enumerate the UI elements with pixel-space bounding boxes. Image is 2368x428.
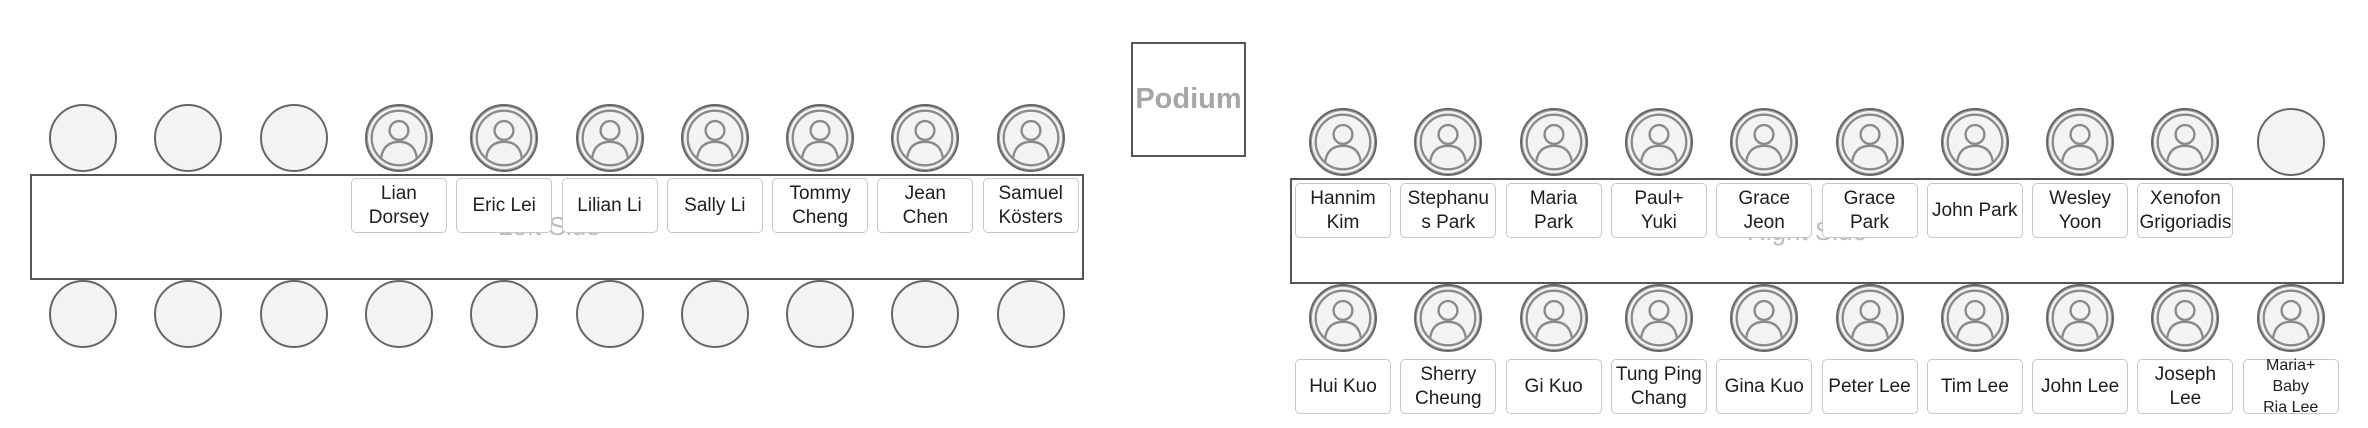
seat-name-card: Sally Li — [666, 178, 763, 233]
seat-name-card: Maria+ Baby Ria Lee — [2242, 357, 2339, 416]
seat-name-card: Stephanu s Park — [1400, 183, 1497, 238]
person-avatar-icon — [1835, 284, 1904, 352]
person-avatar-icon — [1519, 108, 1588, 176]
seat-name-card: Peter Lee — [1821, 359, 1918, 414]
person-avatar-icon — [1624, 108, 1693, 176]
seat-name-card: Gi Kuo — [1505, 359, 1602, 414]
seat-name-card: Maria Park — [1505, 183, 1602, 238]
person-avatar-icon — [470, 104, 539, 172]
seat-name-card: Lian Dorsey — [350, 178, 447, 233]
person-avatar-icon — [1835, 108, 1904, 176]
seat-name-card: Jean Chen — [877, 178, 974, 233]
empty-seat-icon — [259, 104, 328, 172]
seat-name-card: Xenofon Grigoriadis — [2137, 183, 2234, 238]
seat-name-card: Eric Lei — [456, 178, 553, 233]
seat-name-card: Samuel Kösters — [982, 178, 1079, 233]
person-avatar-icon — [575, 104, 644, 172]
seat-name-card: John Lee — [2032, 359, 2129, 414]
seat-name-card: Grace Park — [1821, 183, 1918, 238]
empty-seat-icon — [996, 280, 1065, 348]
person-avatar-icon — [1414, 108, 1483, 176]
empty-seat-icon — [49, 104, 117, 172]
empty-seat-icon — [2256, 108, 2325, 176]
empty-seat-icon — [154, 280, 223, 348]
seat-name-card: Tommy Cheng — [772, 178, 869, 233]
person-avatar-icon — [2151, 284, 2220, 352]
empty-seat-icon — [470, 280, 539, 348]
person-avatar-icon — [2151, 108, 2220, 176]
person-avatar-icon — [1309, 284, 1377, 352]
person-avatar-icon — [1414, 284, 1483, 352]
person-avatar-icon — [1309, 108, 1377, 176]
empty-seat-icon — [680, 280, 749, 348]
seat-name-card: Gina Kuo — [1716, 359, 1813, 414]
seat-name-card: Hannim Kim — [1295, 183, 1391, 238]
empty-seat-icon — [364, 280, 433, 348]
empty-seat-icon — [891, 280, 960, 348]
person-avatar-icon — [1940, 108, 2009, 176]
person-avatar-icon — [1519, 284, 1588, 352]
person-avatar-icon — [2046, 108, 2115, 176]
person-avatar-icon — [1730, 108, 1799, 176]
person-avatar-icon — [1940, 284, 2009, 352]
podium: Podium — [1131, 42, 1246, 157]
podium-label: Podium — [1135, 83, 1242, 115]
seat-name-card: John Park — [1926, 183, 2023, 238]
seat-name-card: Lilian Li — [561, 178, 658, 233]
person-avatar-icon — [2256, 284, 2325, 352]
seat-name-card: Joseph Lee — [2137, 359, 2234, 414]
person-avatar-icon — [364, 104, 433, 172]
empty-seat-icon — [259, 280, 328, 348]
empty-seat-icon — [154, 104, 223, 172]
empty-seat-icon — [786, 280, 855, 348]
seat-name-card: Tim Lee — [1926, 359, 2023, 414]
person-avatar-icon — [2046, 284, 2115, 352]
seat-name-card: Hui Kuo — [1295, 359, 1391, 414]
seat-name-card: Grace Jeon — [1716, 183, 1813, 238]
seat-name-card: Tung Ping Chang — [1610, 359, 1707, 414]
empty-seat-icon — [49, 280, 117, 348]
person-avatar-icon — [786, 104, 855, 172]
person-avatar-icon — [1730, 284, 1799, 352]
seat-name-card: Wesley Yoon — [2032, 183, 2129, 238]
person-avatar-icon — [1624, 284, 1693, 352]
person-avatar-icon — [996, 104, 1065, 172]
empty-seat-icon — [575, 280, 644, 348]
person-avatar-icon — [680, 104, 749, 172]
seat-name-card: Sherry Cheung — [1400, 359, 1497, 414]
person-avatar-icon — [891, 104, 960, 172]
seat-name-card: Paul+ Yuki — [1610, 183, 1707, 238]
